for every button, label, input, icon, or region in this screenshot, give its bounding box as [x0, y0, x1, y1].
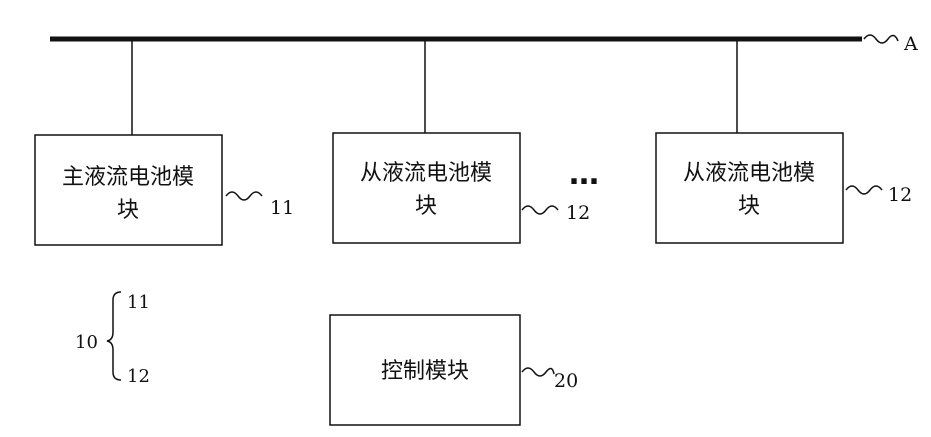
master-module-leader — [226, 192, 262, 200]
bus-label: A — [903, 33, 918, 55]
bus-leader — [864, 35, 898, 43]
group-ref: 10 — [75, 332, 98, 353]
slave-module-2-leader — [846, 186, 882, 194]
control-module: 控制模块 — [330, 315, 520, 425]
slave-module-2-label-line2: 块 — [738, 194, 760, 219]
slave-module-1-label-line1: 从液流电池模 — [360, 161, 492, 186]
master-module-box — [35, 135, 222, 245]
slave-module-1-ref: 12 — [566, 202, 590, 224]
master-module-label-line2: 块 — [117, 198, 139, 223]
slave-module-1-leader — [522, 206, 558, 214]
master-module-ref: 11 — [270, 197, 294, 219]
control-module-leader — [522, 368, 554, 376]
master-module-label-line1: 主液流电池模 — [62, 165, 194, 190]
slave-module-1-label-line2: 块 — [415, 194, 437, 219]
slave-module-2-label-line1: 从液流电池模 — [683, 161, 815, 186]
ellipsis: … — [569, 157, 599, 192]
control-module-ref: 20 — [554, 370, 578, 392]
slave-module-2-box — [656, 133, 843, 243]
master-battery-module: 主液流电池模 块 — [35, 135, 222, 245]
slave-module-1-box — [333, 133, 520, 243]
slave-module-2-ref: 12 — [888, 184, 912, 206]
group-item-1: 11 — [127, 292, 150, 313]
group-item-2: 12 — [127, 366, 150, 387]
grouping-brace — [107, 292, 121, 380]
slave-battery-module-2: 从液流电池模 块 — [656, 133, 843, 243]
control-module-label: 控制模块 — [381, 359, 469, 384]
slave-battery-module-1: 从液流电池模 块 — [333, 133, 520, 243]
